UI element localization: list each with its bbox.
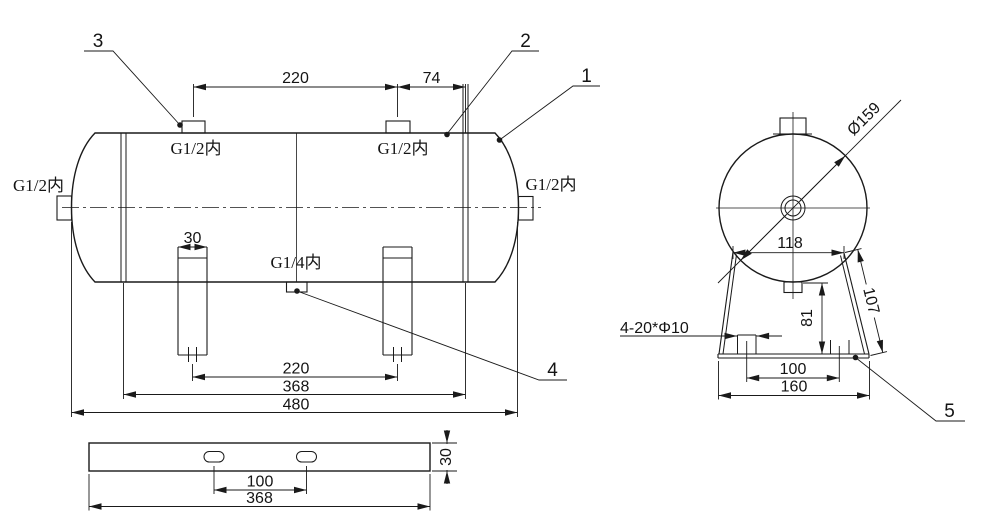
foot-plate-outline	[88, 442, 431, 472]
callout-3-label: 3	[93, 31, 104, 52]
callout-2-label: 2	[520, 31, 531, 52]
end-view-dimensions: 118 81 107 100 160	[620, 235, 888, 400]
end-bottom-nozzle	[783, 281, 803, 294]
dim-shell-diameter: Ø159	[844, 99, 884, 139]
callout-3: 3	[84, 31, 183, 128]
dim-bolt-holes: 4-20*Φ10	[620, 320, 689, 337]
side-view: 220 74 30 220 368 480 G1/2内 G1/2内 G1/2内 …	[13, 31, 600, 417]
callout-1-label: 1	[581, 66, 592, 87]
dim-slot-spacing: 100	[247, 474, 274, 491]
callout-1: 1	[496, 66, 600, 143]
dim-plate-width: 30	[438, 448, 455, 466]
callout-3-dot	[177, 122, 183, 128]
top-left-nozzle	[181, 120, 206, 134]
port-label-left-end: G1/2内	[13, 176, 64, 195]
tank-shell	[62, 84, 541, 283]
dim-hole-spacing: 100	[780, 361, 807, 378]
dim-plate-length: 368	[246, 490, 273, 507]
port-labels: G1/2内 G1/2内 G1/2内 G1/2内 G1/4内	[13, 139, 577, 272]
port-label-bottom-drain: G1/4内	[271, 253, 322, 272]
callout-4-dot	[294, 288, 300, 294]
dim-nozzle-spacing: 220	[282, 70, 309, 87]
base-view-dimensions: 100 368 30	[88, 430, 457, 511]
side-view-dimensions: 220 74 30 220 368 480	[71, 70, 518, 417]
slot-hole-right	[296, 451, 317, 463]
end-view: Ø159 118 81 107	[620, 99, 965, 422]
dim-seam-span: 368	[283, 379, 310, 396]
dim-leg-spacing: 220	[283, 361, 310, 378]
shell-circle	[716, 112, 870, 299]
callout-5: 5	[852, 354, 965, 422]
end-legs-and-base	[717, 251, 870, 359]
callout-4: 4	[294, 288, 567, 381]
diameter-dimension: Ø159	[717, 99, 902, 284]
callout-5-dot	[852, 354, 859, 361]
callout-2-dot	[444, 131, 450, 138]
callout-5-label: 5	[944, 401, 955, 422]
base-plate-view: 100 368 30	[88, 430, 457, 511]
dim-leg-width: 30	[184, 230, 202, 247]
dim-height-81: 81	[799, 309, 816, 327]
left-end-port	[56, 195, 73, 221]
port-label-right-end: G1/2内	[526, 175, 577, 194]
dim-nozzle-to-seam: 74	[423, 70, 441, 87]
dim-top-width: 118	[777, 235, 803, 252]
slot-hole-left	[203, 451, 225, 463]
callout-1-dot	[496, 137, 503, 143]
right-end-port	[517, 195, 534, 221]
dim-overall-length: 480	[283, 397, 310, 414]
port-label-top-left: G1/2内	[171, 139, 222, 158]
port-label-top-right: G1/2内	[378, 139, 429, 158]
callout-2: 2	[444, 31, 539, 138]
callout-4-label: 4	[547, 360, 558, 381]
dim-leg-length: 107	[859, 286, 882, 316]
dim-base-width: 160	[781, 379, 808, 396]
top-right-nozzle	[385, 120, 411, 134]
